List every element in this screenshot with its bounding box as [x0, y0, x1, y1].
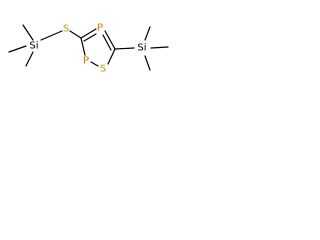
atom-p-top: P [97, 23, 103, 34]
structure-diagram: Si S P P S Si [0, 0, 186, 96]
atom-s-left: S [63, 24, 69, 35]
bond-si1-methyl-top [22, 24, 34, 41]
bond-c2-si2 [114, 47, 135, 50]
atom-si-left: Si [29, 41, 38, 52]
bond-si2-methyl-right [150, 46, 169, 49]
bond-s1-c1 [69, 30, 82, 39]
bond-c2-p-top [104, 30, 116, 50]
bond-s2-c2 [107, 48, 116, 65]
bond-c1-p-top [80, 28, 97, 39]
atom-s-ring: S [100, 64, 106, 75]
atom-p-bottom: P [83, 56, 89, 67]
atoms: Si S P P S Si [29, 23, 146, 75]
bond-c1-p-top-double [83, 33, 97, 42]
bond-si2-methyl-top [144, 26, 151, 41]
bond-si1-s1 [40, 30, 63, 41]
atom-si-right: Si [137, 43, 146, 54]
bond-si1-methyl-bottom [25, 51, 34, 67]
bond-si2-methyl-bottom [144, 55, 151, 71]
bond-si1-methyl-left [8, 45, 27, 53]
bond-c1-p-bottom [80, 37, 86, 56]
bonds [8, 24, 169, 71]
bond-c2-p-top-double [102, 34, 112, 51]
molecule-drawing: Si S P P S Si [8, 23, 169, 75]
bond-p-bottom-s2 [90, 61, 99, 67]
